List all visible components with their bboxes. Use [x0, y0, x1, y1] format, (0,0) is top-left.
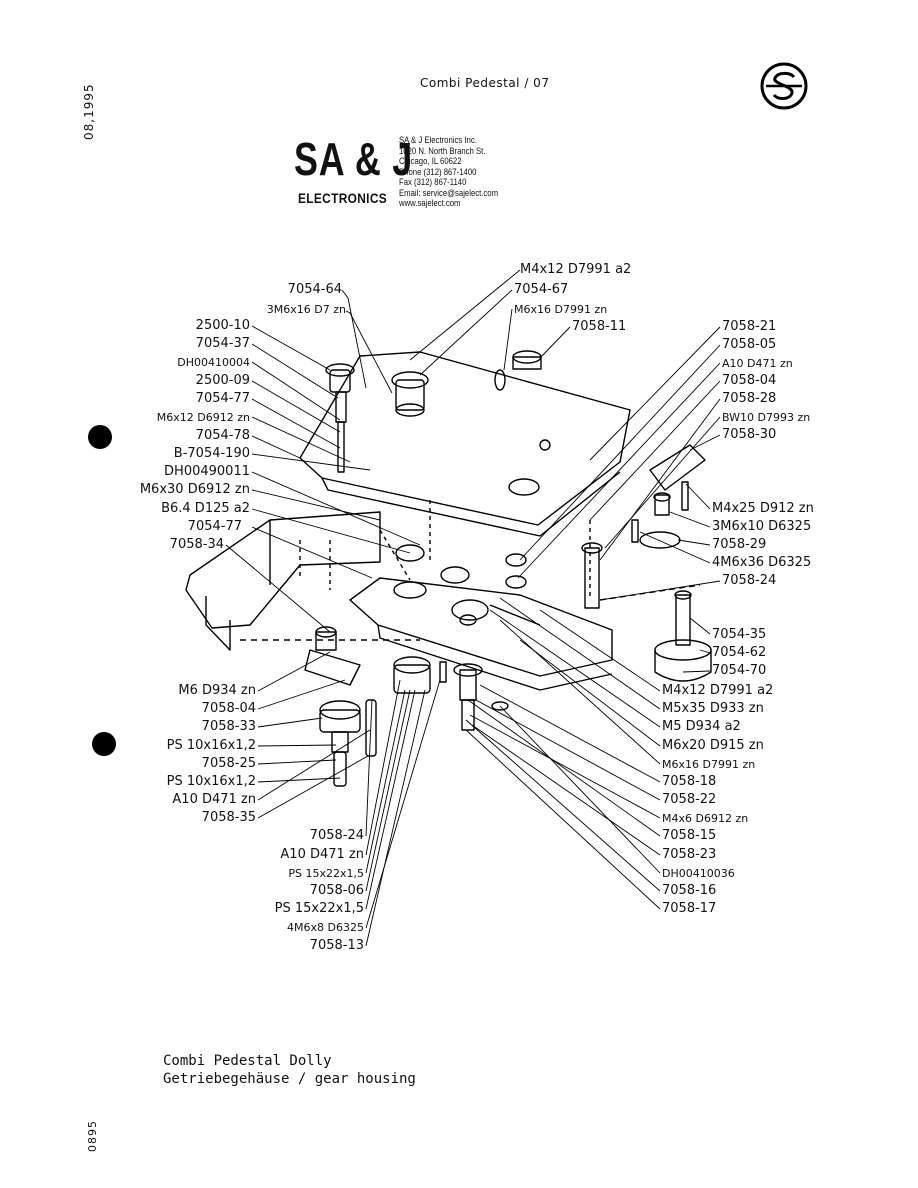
- part-label: M4x12 D7991 a2: [662, 683, 774, 698]
- part-label: 7058-35: [201, 810, 256, 825]
- part-label: DH00490011: [164, 464, 250, 479]
- punch-hole-bullet: [88, 425, 112, 449]
- part-label: 7058-30: [722, 427, 777, 442]
- part-label: 3M6x16 D7 zn: [266, 303, 346, 316]
- part-label: 7058-21: [722, 319, 777, 334]
- part-label: M5x35 D933 zn: [662, 701, 764, 716]
- part-label: 7054-37: [195, 336, 250, 351]
- company-logo-text: SA & J: [294, 133, 413, 185]
- address-line: Fax (312) 867-1140: [399, 177, 467, 187]
- part-label: 7054-77: [195, 391, 250, 406]
- part-label: 7054-35: [712, 627, 767, 642]
- part-label: 7054-77: [187, 519, 242, 534]
- part-label: DH00410036: [662, 867, 735, 880]
- part-label: B6.4 D125 a2: [161, 501, 250, 516]
- brand-logo-icon: [760, 62, 808, 110]
- caption-title: Combi Pedestal Dolly: [163, 1053, 332, 1069]
- part-label: 7058-04: [201, 701, 256, 716]
- address-line: Phone (312) 867-1400: [399, 166, 477, 177]
- part-label: M6x20 D915 zn: [662, 738, 764, 753]
- part-label: M6x16 D7991 zn: [514, 303, 608, 316]
- part-label: A10 D471 zn: [722, 357, 793, 370]
- part-label: 3M6x10 D6325: [712, 519, 812, 534]
- diagram-caption: Combi Pedestal Dolly Getriebegehäuse / g…: [163, 1052, 416, 1088]
- part-label: 7058-04: [722, 373, 777, 388]
- part-label: 7058-34: [169, 537, 224, 552]
- part-label: M4x25 D912 zn: [712, 501, 814, 516]
- company-address: SA & J Electronics Inc. 1020 N. North Br…: [399, 135, 498, 209]
- part-label: PS 15x22x1,5: [274, 901, 364, 916]
- part-label: 7058-23: [662, 847, 717, 862]
- part-label: 7058-18: [662, 774, 717, 789]
- address-line: Chicago, IL 60622: [399, 156, 462, 166]
- part-label: PS 10x16x1,2: [166, 774, 256, 789]
- part-label: 7058-24: [722, 573, 777, 588]
- part-label: 7058-25: [201, 756, 256, 771]
- part-label: 2500-09: [195, 373, 250, 388]
- caption-subtitle: Getriebegehäuse / gear housing: [163, 1071, 416, 1087]
- part-label: 7058-11: [572, 319, 627, 334]
- part-label: 7058-24: [309, 828, 364, 843]
- part-label: 7058-13: [309, 938, 364, 953]
- part-label: 7058-16: [662, 883, 717, 898]
- part-label: 4M6x8 D6325: [287, 921, 364, 934]
- part-label: 7058-05: [722, 337, 777, 352]
- part-label: A10 D471 zn: [172, 792, 256, 807]
- part-label: PS 15x22x1,5: [288, 867, 364, 880]
- part-label: B-7054-190: [173, 446, 250, 461]
- part-label: 7058-06: [309, 883, 364, 898]
- part-label: 7054-64: [287, 282, 342, 297]
- part-label: 2500-10: [195, 318, 250, 333]
- part-label: 7054-78: [195, 428, 250, 443]
- part-label: 7058-29: [712, 537, 767, 552]
- part-label: M6x30 D6912 zn: [139, 482, 250, 497]
- part-label: 7058-33: [201, 719, 256, 734]
- page-header-title: Combi Pedestal / 07: [420, 76, 550, 90]
- part-label: 7054-62: [712, 645, 767, 660]
- address-line: www.sajelect.com: [399, 198, 461, 208]
- part-label: 7058-17: [662, 901, 717, 916]
- part-label: 7058-22: [662, 792, 717, 807]
- address-line: Email: service@sajelect.com: [399, 187, 499, 198]
- part-label: M6 D934 zn: [178, 683, 256, 698]
- part-label: M6x16 D7991 zn: [662, 758, 756, 771]
- part-label: M4x12 D7991 a2: [520, 262, 632, 277]
- address-line: SA & J Electronics Inc.: [399, 135, 477, 145]
- punch-hole-bullet: [92, 732, 116, 756]
- part-label: 7058-15: [662, 828, 717, 843]
- part-label: M5 D934 a2: [662, 719, 741, 734]
- part-label: 4M6x36 D6325: [712, 555, 812, 570]
- part-label: PS 10x16x1,2: [166, 738, 256, 753]
- part-label: A10 D471 zn: [280, 847, 364, 862]
- part-label: M6x12 D6912 zn: [156, 411, 250, 424]
- part-label: M4x6 D6912 zn: [662, 812, 749, 825]
- part-label: 7058-28: [722, 391, 777, 406]
- address-line: 1020 N. North Branch St.: [399, 145, 486, 156]
- part-label: BW10 D7993 zn: [722, 411, 811, 424]
- part-label: DH00410004: [177, 356, 250, 369]
- company-logo-subtitle: ELECTRONICS: [298, 190, 388, 206]
- part-label: 7054-70: [712, 663, 767, 678]
- part-label: 7054-67: [514, 282, 569, 297]
